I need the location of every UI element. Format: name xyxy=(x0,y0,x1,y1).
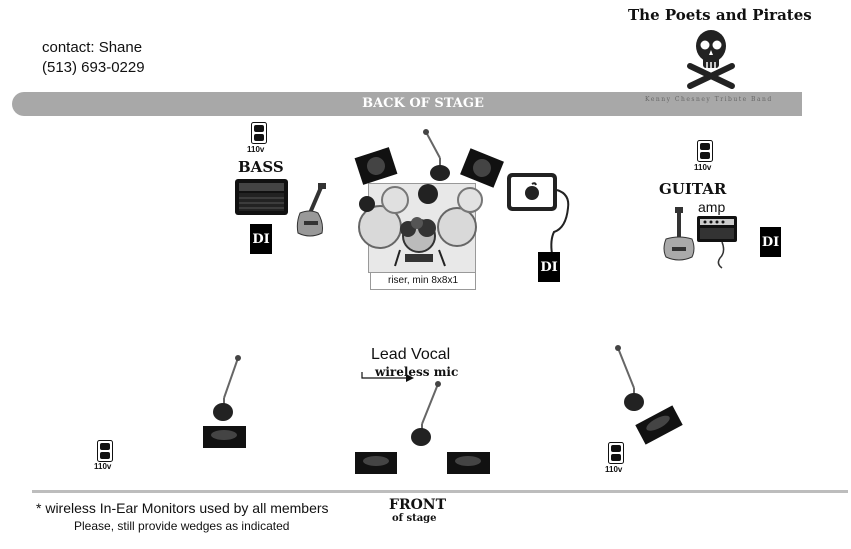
microphone-stand-icon xyxy=(423,129,450,181)
power-label: 110v xyxy=(247,145,265,154)
microphone-stand-icon xyxy=(615,345,644,411)
guitar-label: GUITAR xyxy=(659,180,727,198)
monitor-wedge-icon xyxy=(460,148,504,188)
riser-label: riser, min 8x8x1 xyxy=(370,272,476,290)
monitor-wedge-icon xyxy=(354,147,398,185)
amp-label: amp xyxy=(698,199,726,215)
contact-block: contact: Shane (513) 693-0229 xyxy=(42,38,145,78)
monitor-wedge-icon xyxy=(203,426,246,448)
bass-amp-icon xyxy=(235,179,288,215)
guitar-amp-icon xyxy=(697,216,737,242)
microphone-stand-icon xyxy=(411,381,441,446)
bass-guitar-icon xyxy=(296,183,326,237)
wireless-mic-label: wireless mic xyxy=(375,365,459,379)
contact-name: contact: Shane xyxy=(42,39,143,56)
power-label: 110v xyxy=(694,163,712,172)
monitor-wedge-icon xyxy=(635,405,683,445)
back-of-stage-bar xyxy=(12,92,802,116)
monitor-wedge-icon xyxy=(447,452,490,474)
power-outlet-icon xyxy=(97,440,113,462)
bass-label: BASS xyxy=(238,158,284,176)
di-box: DI xyxy=(538,252,560,282)
power-outlet-icon xyxy=(697,140,713,162)
drum-kit-icon xyxy=(358,184,483,267)
power-outlet-icon xyxy=(608,442,624,464)
arrow-right-icon xyxy=(361,372,414,382)
power-label: 110v xyxy=(605,465,623,474)
power-outlet-icon xyxy=(251,122,267,144)
tablet-cable xyxy=(550,189,570,255)
band-subtitle: Kenny Chesney Tribute Band xyxy=(645,96,773,103)
back-of-stage-label: BACK OF STAGE xyxy=(362,96,484,111)
monitor-wedge-icon xyxy=(355,452,397,474)
front-of-stage-line xyxy=(32,490,848,493)
contact-phone: (513) 693-0229 xyxy=(42,59,145,76)
lead-vocal-label: Lead Vocal xyxy=(371,346,451,363)
front-of-stage-label: FRONT xyxy=(389,497,446,513)
amp-cable xyxy=(717,241,725,269)
di-box: DI xyxy=(250,224,272,254)
front-of-stage-sublabel: of stage xyxy=(392,513,437,524)
di-box: DI xyxy=(760,227,781,257)
skull-crossbones-icon xyxy=(687,30,735,89)
power-label: 110v xyxy=(94,462,112,471)
band-title: The Poets and Pirates xyxy=(628,6,812,24)
footnote-iem: * wireless In-Ear Monitors used by all m… xyxy=(36,500,329,516)
microphone-stand-icon xyxy=(213,355,241,421)
footnote-wedges: Please, still provide wedges as indicate… xyxy=(74,519,290,533)
electric-guitar-icon xyxy=(663,207,695,261)
tablet-icon xyxy=(507,173,557,211)
